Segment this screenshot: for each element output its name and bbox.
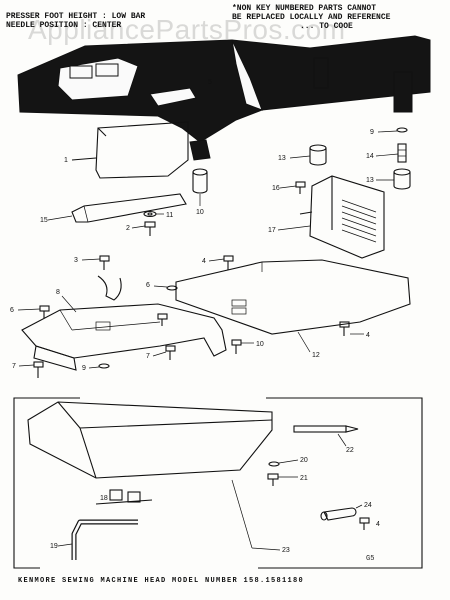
part-4-screw-a <box>223 255 234 270</box>
part-10-screw <box>231 339 242 354</box>
part-1-cover-plate <box>71 121 189 179</box>
callout-18: 18 <box>100 495 108 502</box>
callout-23: 23 <box>282 547 290 554</box>
callout-7-b: 7 <box>146 353 150 360</box>
callout-12: 12 <box>312 352 320 359</box>
part-21-screw <box>267 473 279 486</box>
callout-22: 22 <box>346 447 354 454</box>
callout-4-b: 4 <box>366 332 370 339</box>
callout-5: 5 <box>208 79 212 86</box>
part-13-sleeve-a <box>309 144 327 166</box>
part-17-bracket <box>299 175 385 259</box>
spring-clip <box>97 275 122 301</box>
accessory-box-outline <box>13 397 423 569</box>
callout-16: 16 <box>272 185 280 192</box>
part-9-washer-bottom <box>98 363 110 369</box>
callout-15: 15 <box>40 217 48 224</box>
part-15-rod <box>71 193 187 223</box>
callout-9-top: 9 <box>370 129 374 136</box>
part-2-screw-a <box>144 221 156 236</box>
callout-21: 21 <box>300 475 308 482</box>
part-11-washer <box>143 210 157 218</box>
callout-2-top: 2 <box>126 225 130 232</box>
part-19-allen-wrench <box>71 519 138 560</box>
callout-8: 8 <box>56 289 60 296</box>
callout-10-bottom: 10 <box>256 341 264 348</box>
part-4-screw-c <box>359 517 370 530</box>
note-replacement-line1: *NON KEY NUMBERED PARTS CANNOT <box>232 4 377 13</box>
part-10-spool <box>192 168 208 194</box>
part-6-screw-b <box>39 305 50 318</box>
note-needle-position: NEEDLE POSITION : CENTER <box>6 21 122 30</box>
callout-11: 11 <box>166 212 173 219</box>
callout-13-b: 13 <box>366 177 374 184</box>
part-9-washer-top <box>396 127 408 133</box>
callout-24: 24 <box>364 502 372 509</box>
callout-4-a: 4 <box>202 258 206 265</box>
machine-head-casting <box>17 35 431 161</box>
part-5-screw <box>157 313 168 326</box>
callout-20: 20 <box>300 457 308 464</box>
callout-10-top: 10 <box>196 209 204 216</box>
part-23-carrying-case <box>27 401 273 479</box>
callout-17: 17 <box>268 227 276 234</box>
callout-6-a: 6 <box>146 282 150 289</box>
part-7-screw-b <box>165 345 176 360</box>
part-14-spring <box>397 143 407 163</box>
part-16-screw <box>295 181 306 194</box>
part-6-nut-a <box>166 285 178 291</box>
callout-14: 14 <box>366 153 374 160</box>
model-number-footer: KENMORE SEWING MACHINE HEAD MODEL NUMBER… <box>18 577 305 585</box>
part-12-base-plate <box>175 259 411 335</box>
part-18-hinges <box>95 489 153 505</box>
part-22-pin <box>293 425 359 433</box>
callout-7-a: 7 <box>12 363 16 370</box>
note-replacement-line3: ... TO COOE <box>300 22 353 31</box>
callout-4-c: 4 <box>376 521 380 528</box>
part-7-screw-a <box>33 361 44 378</box>
callout-19: 19 <box>50 543 58 550</box>
part-24-latch <box>320 507 357 521</box>
part-4-screw-b <box>339 321 350 336</box>
part-8-frame <box>21 303 227 371</box>
callout-1: 1 <box>64 157 68 164</box>
part-3-screw <box>99 255 110 270</box>
note-presser-foot: PRESSER FOOT HEIGHT : LOW BAR <box>6 12 146 21</box>
callout-3: 3 <box>74 257 78 264</box>
callout-6-b: 6 <box>10 307 14 314</box>
callout-9-bottom: 9 <box>82 365 86 372</box>
part-13-sleeve-b <box>393 168 411 190</box>
page-reference: G5 <box>366 555 375 563</box>
note-replacement-line2: BE REPLACED LOCALLY AND REFERENCE <box>232 13 391 22</box>
part-20-washer <box>268 461 280 467</box>
callout-13-a: 13 <box>278 155 286 162</box>
